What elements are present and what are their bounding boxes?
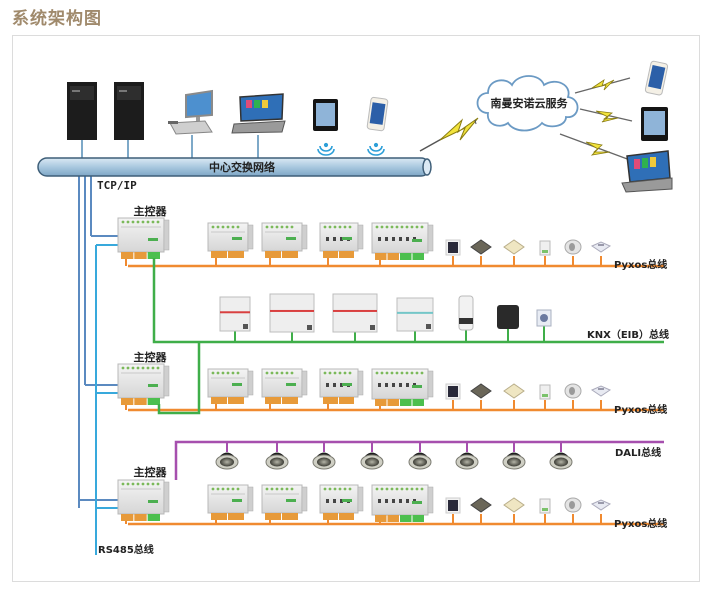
io-module: [207, 222, 254, 266]
controller-label: 主控器: [134, 350, 168, 364]
din-module-small-icon: [539, 240, 551, 266]
rs485-line: [95, 244, 118, 555]
backbone-label: 中心交换网络: [209, 160, 275, 174]
cloud-service-label: 南曼安诺云服务: [491, 96, 569, 110]
controller-label: 主控器: [134, 204, 168, 218]
laptop-icon: [621, 150, 673, 193]
main-controller-module: [117, 363, 170, 410]
wireless-icon: [367, 142, 385, 156]
tcp-ip-label: TCP/IP: [97, 179, 137, 192]
controller-row: [117, 217, 664, 268]
controller-row: [117, 479, 664, 526]
relay-module: [371, 222, 434, 266]
wireless-icon: [317, 142, 335, 156]
ceiling-sensor-icon: [590, 241, 612, 266]
controller-row: [117, 363, 664, 412]
relay-module: [371, 368, 434, 410]
black-panel-icon: [497, 305, 519, 342]
io-module: [207, 484, 254, 524]
pyxos-bus-label: Pyxos总线: [614, 403, 667, 416]
switch-panel-gray-icon: [470, 383, 492, 410]
switch-panel-dark-icon: [445, 497, 461, 524]
din-module-small-icon: [539, 384, 551, 410]
switch-panel-dark-icon: [445, 383, 461, 410]
lightning-link-icon: [559, 133, 631, 161]
controller-label: 主控器: [134, 465, 168, 479]
smartphone-icon: [644, 60, 669, 96]
cylinder-sensor-icon: [458, 295, 474, 342]
knx-bus-line: [152, 258, 664, 415]
laptop-icon: [231, 93, 286, 134]
din-actuator-wide-icon: [269, 293, 315, 342]
downlight-icon: [215, 442, 239, 470]
ceiling-sensor-icon: [590, 385, 612, 410]
downlight-icon: [549, 442, 573, 470]
lightning-link-icon: [419, 117, 479, 152]
downlight-icon: [408, 442, 432, 470]
dali-bus-line: [174, 440, 664, 480]
dali-bus-label: DALI总线: [615, 446, 661, 459]
smoke-sensor-icon: [564, 239, 582, 266]
io-module: [207, 368, 254, 410]
relay-module: [319, 368, 364, 410]
main-controller-module: [117, 217, 170, 266]
switch-panel-cream-icon: [503, 497, 525, 524]
switch-panel-dark-icon: [445, 239, 461, 266]
desktop-computer-icon: [168, 89, 213, 135]
lightning-link-icon: [579, 108, 633, 123]
downlight-icon: [312, 442, 336, 470]
relay-module: [319, 222, 364, 266]
switch-panel-cream-icon: [503, 383, 525, 410]
din-module-small-icon: [539, 498, 551, 524]
din-module-green-icon: [396, 297, 434, 342]
ceiling-sensor-icon: [590, 499, 612, 524]
device-stems: [81, 135, 259, 158]
smartphone-icon: [366, 96, 389, 132]
knx-bus-label: KNX（EIB）总线: [587, 328, 669, 341]
switch-panel-gray-icon: [470, 239, 492, 266]
switch-panel-cream-icon: [503, 239, 525, 266]
downlight-icon: [502, 442, 526, 470]
lightning-link-icon: [574, 77, 631, 94]
server-tower-icon: [67, 82, 97, 140]
backbone-pipe: [37, 157, 432, 177]
pyxos-bus-label: Pyxos总线: [614, 517, 667, 530]
downlight-icon: [360, 442, 384, 470]
downlight-icon: [265, 442, 289, 470]
tablet-icon: [641, 107, 668, 141]
relay-module: [319, 484, 364, 524]
pyxos-bus-label: Pyxos总线: [614, 258, 667, 271]
io-module: [261, 368, 308, 410]
smoke-sensor-icon: [564, 497, 582, 524]
main-controller-module: [117, 479, 170, 524]
switch-panel-gray-icon: [470, 497, 492, 524]
din-module-red-icon: [219, 296, 251, 342]
server-tower-icon: [114, 82, 144, 140]
io-module: [261, 222, 308, 266]
small-switch-icon: [536, 309, 552, 342]
io-module: [261, 484, 308, 524]
smoke-sensor-icon: [564, 383, 582, 410]
relay-module: [371, 484, 434, 524]
page-title: 系统架构图: [12, 9, 102, 29]
rs485-bus-label: RS485总线: [98, 543, 154, 556]
downlight-icon: [455, 442, 479, 470]
tablet-icon: [313, 99, 338, 131]
tcp-ip-lines: [78, 170, 118, 508]
din-actuator-wide-icon: [332, 293, 378, 342]
cloud-icon: [476, 75, 579, 132]
